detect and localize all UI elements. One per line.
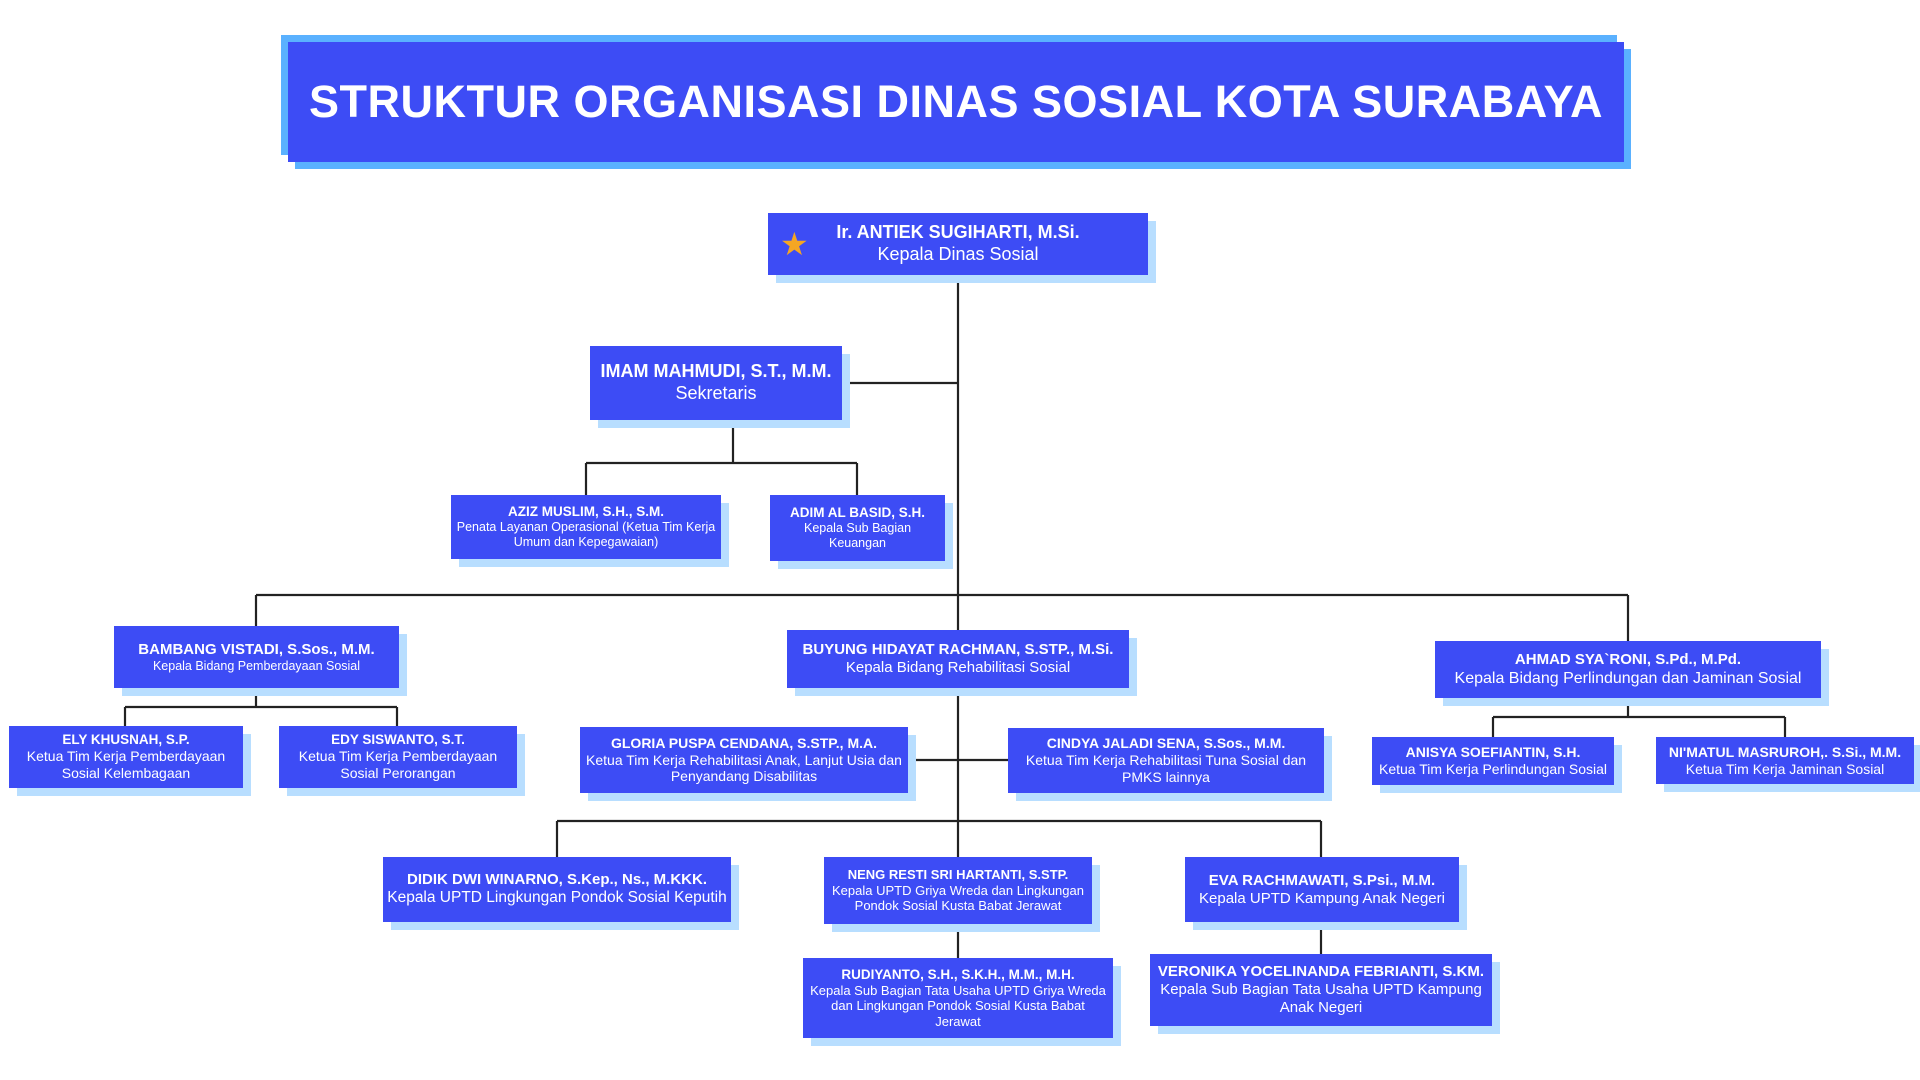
veronika-name: VERONIKA YOCELINANDA FEBRIANTI, S.KM. <box>1157 963 1485 980</box>
ely-box: ELY KHUSNAH, S.P. Ketua Tim Kerja Pember… <box>9 726 243 788</box>
title-banner: STRUKTUR ORGANISASI DINAS SOSIAL KOTA SU… <box>288 42 1624 162</box>
veronika-box: VERONIKA YOCELINANDA FEBRIANTI, S.KM. Ke… <box>1150 954 1492 1026</box>
adim-box: ADIM AL BASID, S.H. Kepala Sub Bagian Ke… <box>770 495 945 561</box>
eva-box: EVA RACHMAWATI, S.Psi., M.M. Kepala UPTD… <box>1185 857 1459 922</box>
gloria-name: GLORIA PUSPA CENDANA, S.STP., M.A. <box>610 734 878 751</box>
neng-role: Kepala UPTD Griya Wreda dan Lingkungan P… <box>832 882 1084 914</box>
sekretaris-role: Sekretaris <box>675 383 757 403</box>
aziz-box: AZIZ MUSLIM, S.H., S.M. Penata Layanan O… <box>451 495 721 559</box>
neng-box: NENG RESTI SRI HARTANTI, S.STP. Kepala U… <box>824 857 1092 924</box>
anisya-box: ANISYA SOEFIANTIN, S.H. Ketua Tim Kerja … <box>1372 737 1614 785</box>
buyung-box: BUYUNG HIDAYAT RACHMAN, S.STP., M.Si. Ke… <box>787 630 1129 688</box>
edy-box: EDY SISWANTO, S.T. Ketua Tim Kerja Pembe… <box>279 726 517 788</box>
ahmad-box: AHMAD SYA`RONI, S.Pd., M.Pd. Kepala Bida… <box>1435 641 1821 698</box>
connector-bambang-sub <box>123 688 399 726</box>
cindya-box: CINDYA JALADI SENA, S.Sos., M.M. Ketua T… <box>1008 728 1324 793</box>
nimatul-name: NI'MATUL MASRUROH,. S.Si., M.M. <box>1668 743 1902 760</box>
connector-ahmad-sub <box>1491 698 1787 737</box>
edy-role: Ketua Tim Kerja Pemberdayaan Sosial Pero… <box>298 748 498 782</box>
ahmad-role: Kepala Bidang Perlindungan dan Jaminan S… <box>1454 669 1802 687</box>
bambang-box: BAMBANG VISTADI, S.Sos., M.M. Kepala Bid… <box>114 626 399 688</box>
cindya-name: CINDYA JALADI SENA, S.Sos., M.M. <box>1046 735 1286 752</box>
kepala-dinas-name: Ir. ANTIEK SUGIHARTI, M.Si. <box>836 222 1080 243</box>
ely-name: ELY KHUSNAH, S.P. <box>62 732 190 748</box>
nimatul-role: Ketua Tim Kerja Jaminan Sosial <box>1685 760 1885 777</box>
connector-sekretaris-sub <box>584 420 859 495</box>
didik-role: Kepala UPTD Lingkungan Pondok Sosial Kep… <box>387 889 727 907</box>
buyung-role: Kepala Bidang Rehabilitasi Sosial <box>845 659 1071 676</box>
aziz-role: Penata Layanan Operasional (Ketua Tim Ke… <box>456 520 716 550</box>
connector-uptd <box>555 819 1323 857</box>
aziz-name: AZIZ MUSLIM, S.H., S.M. <box>508 503 664 519</box>
didik-box: DIDIK DWI WINARNO, S.Kep., Ns., M.KKK. K… <box>383 857 731 922</box>
buyung-name: BUYUNG HIDAYAT RACHMAN, S.STP., M.Si. <box>802 641 1114 658</box>
edy-name: EDY SISWANTO, S.T. <box>331 732 465 748</box>
rudiyanto-box: RUDIYANTO, S.H., S.K.H., M.M., M.H. Kepa… <box>803 958 1113 1038</box>
neng-name: NENG RESTI SRI HARTANTI, S.STP. <box>847 867 1069 883</box>
sekretaris-name: IMAM MAHMUDI, S.T., M.M. <box>600 361 832 382</box>
connector-bidang <box>254 593 1630 641</box>
ely-role: Ketua Tim Kerja Pemberdayaan Sosial Kele… <box>26 748 226 782</box>
bambang-name: BAMBANG VISTADI, S.Sos., M.M. <box>138 640 375 658</box>
eva-name: EVA RACHMAWATI, S.Psi., M.M. <box>1208 871 1436 889</box>
star-icon: ★ <box>780 225 809 262</box>
adim-name: ADIM AL BASID, S.H. <box>789 504 925 520</box>
page-title: STRUKTUR ORGANISASI DINAS SOSIAL KOTA SU… <box>309 76 1603 127</box>
gloria-box: GLORIA PUSPA CENDANA, S.STP., M.A. Ketua… <box>580 727 908 793</box>
kepala-dinas-role: Kepala Dinas Sosial <box>877 244 1039 264</box>
didik-name: DIDIK DWI WINARNO, S.Kep., Ns., M.KKK. <box>407 871 707 889</box>
cindya-role: Ketua Tim Kerja Rehabilitasi Tuna Sosial… <box>1025 752 1307 785</box>
gloria-role: Ketua Tim Kerja Rehabilitasi Anak, Lanju… <box>586 751 902 785</box>
bambang-role: Kepala Bidang Pemberdayaan Sosial <box>152 658 361 673</box>
anisya-role: Ketua Tim Kerja Perlindungan Sosial <box>1378 761 1608 777</box>
kepala-dinas-box: ★ Ir. ANTIEK SUGIHARTI, M.Si. Kepala Din… <box>768 213 1148 275</box>
nimatul-box: NI'MATUL MASRUROH,. S.Si., M.M. Ketua Ti… <box>1656 737 1914 784</box>
ahmad-name: AHMAD SYA`RONI, S.Pd., M.Pd. <box>1514 650 1742 668</box>
rudiyanto-role: Kepala Sub Bagian Tata Usaha UPTD Griya … <box>810 982 1106 1029</box>
veronika-role: Kepala Sub Bagian Tata Usaha UPTD Kampun… <box>1160 981 1482 1016</box>
adim-role: Kepala Sub Bagian Keuangan <box>803 521 912 551</box>
anisya-name: ANISYA SOEFIANTIN, S.H. <box>1405 744 1581 761</box>
eva-role: Kepala UPTD Kampung Anak Negeri <box>1199 889 1445 907</box>
sekretaris-box: IMAM MAHMUDI, S.T., M.M. Sekretaris <box>590 346 842 420</box>
rudiyanto-name: RUDIYANTO, S.H., S.K.H., M.M., M.H. <box>841 966 1075 982</box>
